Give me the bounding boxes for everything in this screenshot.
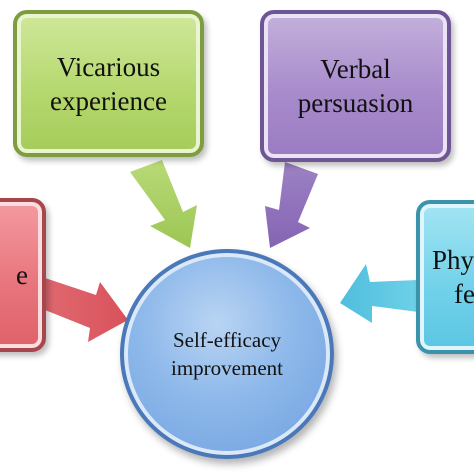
vicarious-experience-text: Vicarious experience [50,50,167,118]
box-label-line: Phy [432,245,474,275]
arrow-red [45,278,128,342]
self-efficacy-text: Self-efficacy improvement [171,326,283,382]
verbal-persuasion-box: Verbal persuasion [260,10,451,162]
self-efficacy-circle: Self-efficacy improvement [120,249,334,459]
right-box-text: Phy fe [432,243,474,311]
box-label-line: fe [454,279,474,309]
verbal-persuasion-text: Verbal persuasion [298,52,413,120]
box-label-line: Verbal [320,54,391,84]
vicarious-experience-box: Vicarious experience [13,10,204,157]
circle-label-line: Self-efficacy [172,328,282,352]
arrow-purple [265,162,318,248]
circle-label-line: improvement [171,356,283,380]
box-label-line: experience [50,85,167,116]
right-box: Phy fe [416,200,474,354]
arrow-cyan [340,264,418,323]
arrow-green [130,160,197,248]
left-box: e [0,198,46,352]
box-label-line: Vicarious [56,51,161,82]
box-label-line: e [16,260,28,290]
box-label-line: persuasion [297,88,414,118]
